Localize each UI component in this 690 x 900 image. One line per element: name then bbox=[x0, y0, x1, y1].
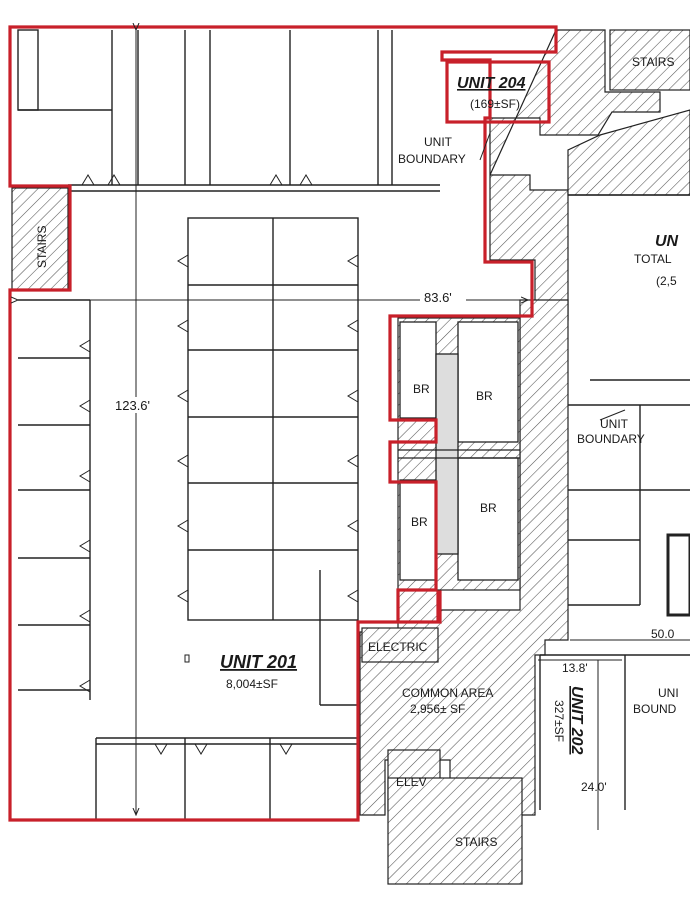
unit-204-name: UNIT 204 bbox=[457, 75, 526, 92]
electric-label: ELECTRIC bbox=[368, 640, 428, 654]
stair-bottom bbox=[387, 777, 523, 885]
electric-room bbox=[361, 627, 439, 663]
right-unit-name: UN bbox=[655, 233, 679, 250]
unit-boundary-label-2b: BOUNDARY bbox=[577, 432, 645, 446]
unit-204-area: (169±SF) bbox=[470, 97, 520, 111]
br-label-4: BR bbox=[480, 501, 497, 515]
stair-top-right bbox=[609, 29, 690, 91]
unit-202-name: UNIT 202 bbox=[568, 686, 585, 755]
restrooms bbox=[398, 321, 520, 581]
unit-201-boundary bbox=[8, 25, 558, 822]
right-unit-area: (2,5 bbox=[656, 274, 677, 288]
top-right-core bbox=[489, 29, 661, 321]
unit-boundary-label-1b: BOUNDARY bbox=[398, 152, 466, 166]
br-label-1: BR bbox=[413, 382, 430, 396]
stairs-left-label: STAIRS bbox=[35, 226, 49, 268]
unit-204-boundary bbox=[445, 60, 551, 124]
unit-boundary-label-1a: UNIT bbox=[424, 135, 453, 149]
right-unit-total: TOTAL bbox=[634, 252, 672, 266]
door-swings bbox=[79, 174, 359, 755]
br-label-2: BR bbox=[476, 389, 493, 403]
stairs-bottom-label: STAIRS bbox=[455, 835, 497, 849]
stair-left bbox=[11, 187, 69, 291]
dim-13-label: 13.8' bbox=[562, 661, 588, 675]
dim-24-label: 24.0' bbox=[581, 780, 607, 794]
right-walls bbox=[539, 194, 690, 810]
stairs-top-label: STAIRS bbox=[632, 55, 674, 69]
unit-boundary-label-3a: UNI bbox=[658, 686, 679, 700]
small-marker bbox=[184, 654, 190, 663]
unit-201-name: UNIT 201 bbox=[220, 652, 297, 672]
common-area-sf: 2,956± SF bbox=[410, 702, 465, 716]
unit-boundaries bbox=[8, 25, 558, 822]
br-label-3: BR bbox=[411, 515, 428, 529]
hatched-areas bbox=[11, 29, 690, 885]
unit-boundary-label-3b: BOUND bbox=[633, 702, 677, 716]
dim-83-label: 83.6' bbox=[424, 290, 452, 305]
dim-50-label: 50.0 bbox=[651, 627, 675, 641]
unit-201-area: 8,004±SF bbox=[226, 677, 278, 691]
labels: STAIRS STAIRS STAIRS UNIT 204 (169±SF) U… bbox=[35, 55, 679, 849]
dim-123-label: 123.6' bbox=[115, 398, 150, 413]
unit-boundary-label-2a: UNIT bbox=[600, 417, 629, 431]
elev-label: ELEV bbox=[396, 775, 427, 789]
unit-202-area: 327±SF bbox=[552, 700, 566, 742]
unit-201-walls bbox=[17, 29, 440, 820]
common-area-label: COMMON AREA bbox=[402, 686, 493, 700]
